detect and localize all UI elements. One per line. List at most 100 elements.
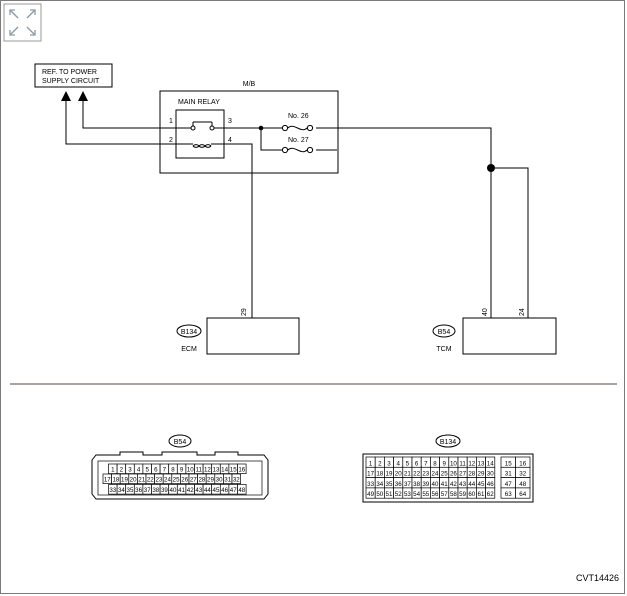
- connector-pin-number: 7: [424, 460, 428, 467]
- connector-pin: 41: [439, 477, 450, 489]
- fuse-no27-icon: [281, 146, 314, 154]
- connector-pin-number: 36: [395, 481, 402, 488]
- connector-pin: 33: [365, 477, 376, 489]
- fuse-no26-label: No. 26: [288, 113, 309, 120]
- connector-pin: 5: [142, 463, 152, 474]
- connector-pin: 64: [515, 487, 531, 499]
- connector-pin-number: 37: [144, 487, 151, 494]
- connector-pin-number: 26: [450, 471, 457, 478]
- connector-pin-number: 33: [367, 481, 374, 488]
- connector-pin-number: 18: [376, 471, 383, 478]
- connector-pin: 26: [180, 473, 190, 484]
- connector-pin: 6: [151, 463, 161, 474]
- connector-pin-number: 50: [376, 491, 383, 498]
- connector-pin-number: 63: [505, 491, 512, 498]
- tcm-pin-24: 24: [519, 308, 526, 316]
- connector-pin-number: 31: [224, 477, 231, 484]
- ref-box-line1: REF. TO POWER: [42, 69, 97, 76]
- connector-pin-number: 48: [238, 487, 245, 494]
- connector-pin-number: 41: [441, 481, 448, 488]
- connector-pin: 43: [457, 477, 468, 489]
- connector-pin-number: 62: [487, 491, 494, 498]
- connector-pin-number: 9: [180, 467, 184, 474]
- connector-pin: 10: [448, 456, 459, 468]
- connector-pin: 24: [430, 466, 440, 478]
- connector-pin-cell: [485, 487, 496, 499]
- connector-pin-number: 58: [450, 491, 457, 498]
- connector-pin: 27: [457, 466, 468, 478]
- connector-pin: 33: [108, 484, 118, 495]
- mb-box: [159, 90, 339, 174]
- connector-pin-number: 8: [433, 460, 437, 467]
- relay-pin-3: 3: [228, 118, 232, 125]
- connector-pin: 22: [411, 466, 422, 478]
- connector-pin-number: 25: [173, 477, 180, 484]
- tcm-box: [462, 317, 557, 355]
- connector-pin-number: 30: [216, 477, 223, 484]
- connector-pin-number: 24: [432, 471, 439, 478]
- connector-pin-number: 42: [450, 481, 457, 488]
- connector-pin: 7: [159, 463, 170, 474]
- connector-pin: 23: [420, 466, 431, 478]
- b134-badge: [435, 434, 461, 448]
- connector-pin-number: 52: [395, 491, 402, 498]
- ecm-pin-29: 29: [241, 308, 248, 316]
- connector-pin: 8: [168, 463, 178, 474]
- connector-pin-number: 40: [432, 481, 439, 488]
- connector-pin-number: 29: [478, 471, 485, 478]
- connector-pin-cell: [515, 487, 531, 499]
- connector-pin-number: 3: [128, 467, 132, 474]
- connector-pin-number: 49: [367, 491, 374, 498]
- connector-pin-number: 13: [213, 467, 220, 474]
- main-relay-box: [175, 109, 225, 159]
- connector-pin-number: 20: [395, 471, 402, 478]
- connector-pin: 14: [219, 463, 230, 474]
- connector-pin: 30: [485, 466, 496, 478]
- tcm-connector-badge: [432, 324, 456, 338]
- connector-pin: 1: [108, 463, 118, 474]
- connector-pin-number: 51: [386, 491, 393, 498]
- connector-pin-number: 4: [137, 467, 141, 474]
- connector-pin-number: 44: [468, 481, 475, 488]
- connector-pin: 34: [374, 477, 385, 489]
- connector-pin: 40: [168, 484, 178, 495]
- connector-pin-number: 22: [147, 477, 154, 484]
- connector-pin: 46: [485, 477, 496, 489]
- fuse-no26-icon: [281, 124, 314, 132]
- connector-pin-number: 31: [505, 471, 512, 478]
- connector-pin: 17: [102, 473, 112, 484]
- connector-pin-number: 28: [468, 471, 475, 478]
- mb-label: M/B: [243, 81, 256, 88]
- connector-pin: 27: [188, 473, 198, 484]
- connector-pin: 16: [237, 463, 247, 474]
- connector-pin: 46: [219, 484, 230, 495]
- connector-pin-cell: [237, 484, 247, 495]
- connector-pin-number: 53: [404, 491, 411, 498]
- connector-pin-number: 23: [155, 477, 162, 484]
- connector-pin-number: 59: [459, 491, 466, 498]
- connector-pin-number: 57: [441, 491, 448, 498]
- connector-pin: 58: [448, 487, 459, 499]
- connector-pin-number: 12: [468, 460, 475, 467]
- connector-pin-number: 16: [519, 460, 526, 467]
- connector-pin-number: 12: [204, 467, 211, 474]
- ecm-connector-label: B134: [181, 329, 197, 336]
- connector-pin-number: 27: [459, 471, 466, 478]
- expand-arrows-icon[interactable]: [9, 9, 36, 36]
- connector-pin-number: 44: [204, 487, 211, 494]
- connector-pin: 28: [466, 466, 477, 478]
- connector-pin: 42: [448, 477, 459, 489]
- connector-pin-number: 7: [163, 467, 167, 474]
- connector-pin-number: 21: [404, 471, 411, 478]
- connector-pin-number: 16: [238, 467, 245, 474]
- connector-pin-number: 39: [422, 481, 429, 488]
- expand-button[interactable]: [3, 3, 42, 42]
- main-relay-label: MAIN RELAY: [178, 99, 220, 106]
- connector-pin-number: 47: [230, 487, 237, 494]
- connector-pin: 38: [151, 484, 161, 495]
- junction-dot-mb: [258, 125, 264, 131]
- connector-pin-number: 60: [468, 491, 475, 498]
- connector-pin-number: 28: [198, 477, 205, 484]
